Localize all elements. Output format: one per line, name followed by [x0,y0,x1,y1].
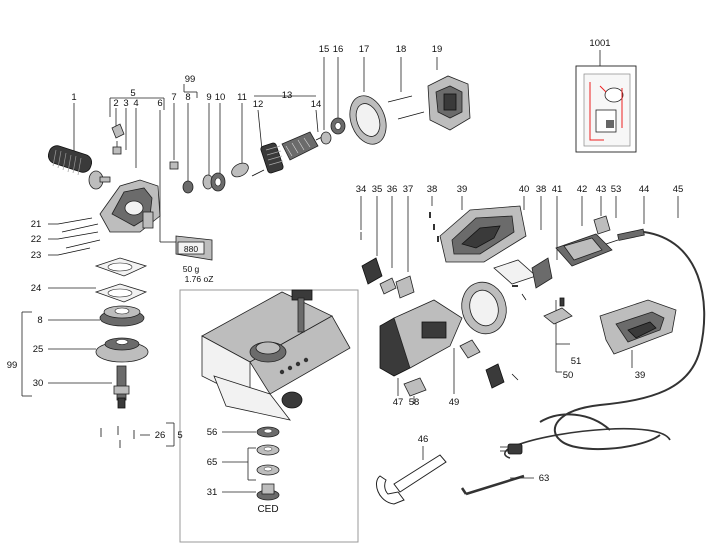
small-parts-2-3-4 [109,97,137,168]
callout-15[interactable]: 15 [319,44,330,55]
callout-9[interactable]: 9 [206,92,211,103]
grease-tube-label: 880 [184,244,198,254]
inset-caption: CED [257,504,278,515]
callout-44[interactable]: 44 [639,184,650,195]
callout-11[interactable]: 11 [237,92,247,103]
screws-26 [100,422,175,448]
callout-7[interactable]: 7 [171,92,176,103]
callout-35[interactable]: 35 [372,184,383,195]
callout-26[interactable]: 26 [155,430,166,441]
callout-51[interactable]: 51 [571,356,582,367]
callout-21[interactable]: 21 [31,219,42,230]
armature-row-parts [169,84,329,194]
callout-30[interactable]: 30 [33,378,44,389]
callout-22[interactable]: 22 [31,234,42,245]
callout-31[interactable]: 31 [207,487,218,498]
callout-49[interactable]: 49 [449,397,460,408]
callout-5-bottom[interactable]: 5 [177,430,182,441]
callout-12[interactable]: 12 [253,99,264,110]
callout-39[interactable]: 39 [457,184,468,195]
grease-weight-oz: 1.76 oZ [185,274,214,284]
flange-8-part [48,305,145,327]
callout-58[interactable]: 58 [409,397,420,408]
screws-21-22-23 [48,217,101,256]
callout-18[interactable]: 18 [396,44,407,55]
grease-tube-part [159,110,213,261]
callout-3[interactable]: 3 [123,98,128,109]
callout-8[interactable]: 8 [185,92,190,103]
right-side-parts [360,196,706,505]
callout-labels: 1 2 3 4 5 6 7 99 8 9 10 11 12 13 14 15 1… [7,38,684,515]
callout-8-left[interactable]: 8 [37,315,42,326]
callout-34[interactable]: 34 [356,184,367,195]
callout-4[interactable]: 4 [133,98,138,109]
fan-ring-17-part [349,57,387,145]
side-handle-part [47,103,111,190]
grease-weight: 50 g [183,264,200,274]
callout-46[interactable]: 46 [418,434,429,445]
screws-18 [387,57,425,120]
callout-63[interactable]: 63 [539,473,550,484]
callout-16[interactable]: 16 [333,44,344,55]
callout-24[interactable]: 24 [31,283,42,294]
callout-39-handle[interactable]: 39 [635,370,646,381]
callout-5[interactable]: 5 [130,88,135,99]
callout-37[interactable]: 37 [403,184,414,195]
callout-38-right[interactable]: 38 [536,184,547,195]
callout-1001[interactable]: 1001 [589,38,610,49]
callout-99-left[interactable]: 99 [7,360,18,371]
bearings-15-16 [320,57,346,145]
callout-47[interactable]: 47 [393,397,404,408]
wiring-diagram-1001 [575,50,637,153]
bracket-99-left [21,311,32,397]
callout-42[interactable]: 42 [577,184,588,195]
callout-43[interactable]: 43 [596,184,607,195]
callout-1[interactable]: 1 [71,92,76,103]
gear-housing-part [99,97,165,233]
callout-17[interactable]: 17 [359,44,370,55]
callout-41[interactable]: 41 [552,184,563,195]
callout-23[interactable]: 23 [31,250,42,261]
callout-2[interactable]: 2 [113,98,118,109]
spindle-30-part [48,365,130,409]
callout-14[interactable]: 14 [311,99,322,110]
callout-38[interactable]: 38 [427,184,438,195]
callout-19[interactable]: 19 [432,44,443,55]
callout-65[interactable]: 65 [207,457,218,468]
stator-19-part [427,57,471,131]
callout-6[interactable]: 6 [157,98,162,109]
gasket-plates-part [48,257,148,303]
callout-53[interactable]: 53 [611,184,622,195]
callout-10[interactable]: 10 [215,92,226,103]
callout-36[interactable]: 36 [387,184,398,195]
callout-50[interactable]: 50 [563,370,574,381]
callout-56[interactable]: 56 [207,427,218,438]
flange-25-part [48,337,149,363]
callout-13[interactable]: 13 [282,90,293,101]
inset-ced-box [179,289,359,543]
callout-45[interactable]: 45 [673,184,684,195]
callout-25[interactable]: 25 [33,344,44,355]
callout-40[interactable]: 40 [519,184,530,195]
callout-99-top[interactable]: 99 [185,74,196,85]
